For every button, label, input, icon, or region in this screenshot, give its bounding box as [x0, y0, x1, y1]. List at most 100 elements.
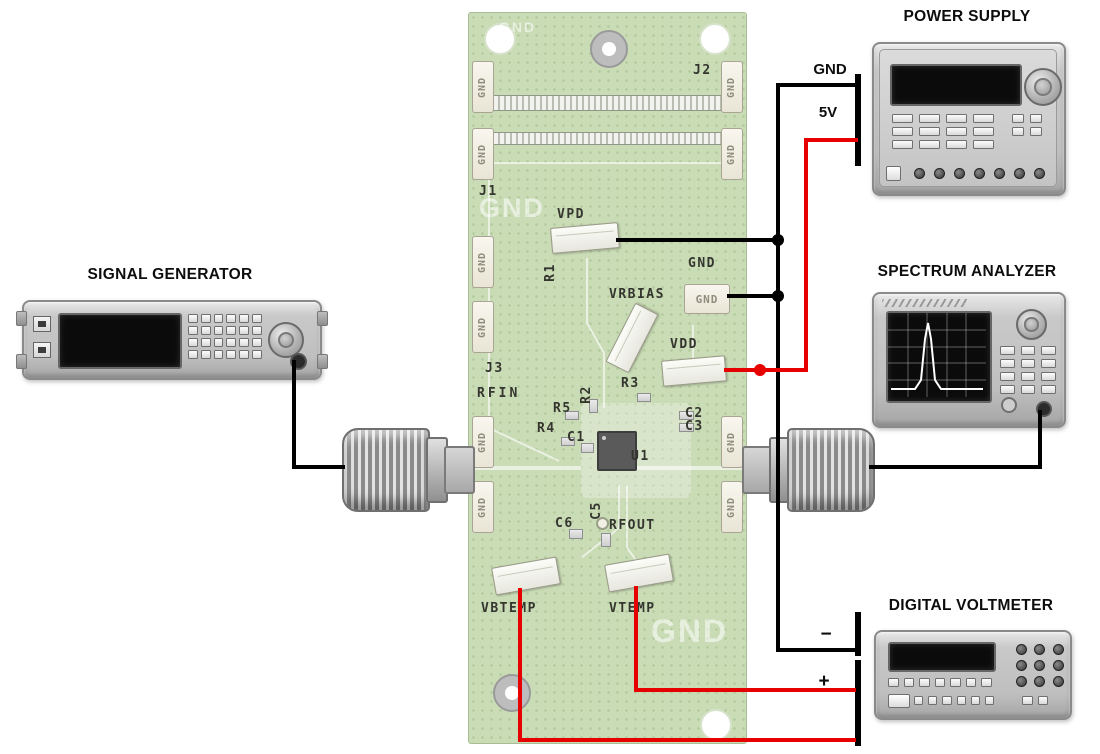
- silk-c6: C6: [555, 516, 574, 531]
- panel-button: [1034, 168, 1045, 179]
- panel-button: [892, 114, 913, 123]
- gnd-watermark: GND: [479, 193, 545, 223]
- panel-button: [239, 350, 250, 359]
- mounting-hole: [484, 23, 516, 55]
- panel-button: [946, 114, 967, 123]
- power-supply: [872, 42, 1066, 196]
- silk-c5: C5: [588, 501, 604, 520]
- panel-button: [892, 140, 913, 149]
- junction-dot: [772, 290, 784, 302]
- panel-button: [200, 326, 211, 335]
- gnd-wire-label: GND: [813, 61, 847, 78]
- silk-c1: C1: [567, 430, 586, 445]
- voltmeter-plus-label: +: [818, 671, 830, 692]
- silk-c3: C3: [685, 419, 704, 434]
- panel-button: [1041, 359, 1056, 368]
- gnd-pad: GND: [472, 481, 494, 533]
- spectrum-analyzer-button-grid: [1000, 346, 1056, 394]
- panel-button: [928, 696, 938, 705]
- gnd-pad-label: GND: [477, 251, 489, 273]
- silk-vtemp: VTEMP: [609, 601, 656, 616]
- pcb-board: GND GND GND GND GND GND GND GND GND GND …: [468, 12, 747, 744]
- panel-button: [970, 696, 980, 705]
- gnd-pad: GND: [472, 416, 494, 468]
- panel-button: [226, 314, 237, 323]
- vdd-resistor: [660, 355, 728, 387]
- panel-button: [934, 678, 946, 687]
- silk-r4: R4: [537, 421, 556, 436]
- silk-vpd: VPD: [557, 207, 585, 222]
- silk-rfin: RFIN: [477, 386, 521, 401]
- gnd-pad-label: GND: [726, 76, 738, 98]
- silk-j3: J3: [485, 361, 504, 376]
- signal-generator-button-a: [33, 316, 51, 332]
- signal-generator-display: [58, 313, 182, 369]
- gnd-pad: GND: [721, 481, 743, 533]
- voltmeter-button-row-2: [914, 696, 994, 705]
- panel-button: [974, 168, 985, 179]
- silk-vbtemp: VBTEMP: [481, 601, 537, 616]
- panel-button: [239, 326, 250, 335]
- panel-button: [252, 338, 262, 347]
- gnd-pad: GND: [721, 416, 743, 468]
- panel-button: [1016, 660, 1027, 671]
- panel-button: [1034, 676, 1046, 687]
- rack-ear: [317, 311, 328, 326]
- panel-button: [973, 114, 994, 123]
- panel-button: [1014, 168, 1025, 179]
- panel-button: [1030, 114, 1042, 123]
- panel-button: [226, 350, 237, 359]
- panel-button: [903, 678, 915, 687]
- silk-c2: C2: [685, 406, 704, 421]
- signal-generator-keypad: [188, 314, 262, 359]
- panel-button: [200, 350, 211, 359]
- capacitor-c1: [581, 443, 594, 453]
- panel-button: [226, 326, 237, 335]
- panel-button: [252, 314, 262, 323]
- resistor-r2: [589, 399, 598, 413]
- panel-button: [994, 168, 1005, 179]
- panel-button: [188, 350, 198, 359]
- gnd-watermark: GND: [651, 613, 729, 649]
- edge-connector-j1: [487, 132, 729, 145]
- silk-u1: U1: [631, 449, 650, 464]
- silk-r3: R3: [621, 376, 640, 391]
- signal-generator-button-b: [33, 342, 51, 358]
- vent-grille: [882, 299, 968, 307]
- panel-button: [919, 678, 930, 687]
- spectrum-trace: [888, 313, 986, 397]
- gnd-pad-mid: GND: [684, 284, 730, 314]
- panel-button: [1000, 359, 1015, 368]
- panel-button: [1020, 346, 1036, 355]
- gnd-pad-label: GND: [477, 431, 489, 453]
- panel-button: [888, 678, 899, 687]
- panel-button: [914, 696, 924, 705]
- panel-button: [200, 338, 211, 347]
- power-supply-knob: [1024, 68, 1062, 106]
- panel-button: [213, 350, 224, 359]
- panel-button: [188, 338, 198, 347]
- panel-button: [1020, 359, 1036, 368]
- panel-button: [954, 168, 965, 179]
- silk-r2: R2: [578, 385, 594, 404]
- gnd-watermark: GND: [499, 19, 537, 35]
- panel-button: [946, 127, 967, 136]
- voltmeter-minus-label: −: [820, 624, 832, 645]
- panel-button: [188, 314, 198, 323]
- panel-button: [981, 678, 992, 687]
- 5v-wire-label: 5V: [818, 104, 838, 121]
- panel-button: [1012, 127, 1024, 136]
- spectrum-analyzer-small-knob: [1001, 397, 1017, 413]
- gnd-pad-label: GND: [477, 496, 489, 518]
- panel-button: [1020, 372, 1036, 381]
- voltmeter-button-row-1: [888, 678, 992, 687]
- panel-button: [973, 127, 994, 136]
- gnd-pad: GND: [472, 236, 494, 288]
- spectrum-analyzer-title: SPECTRUM ANALYZER: [877, 263, 1057, 280]
- panel-button: [965, 678, 977, 687]
- panel-button: [1000, 385, 1015, 394]
- plated-hole: [493, 674, 531, 712]
- gnd-pad-label: GND: [726, 431, 738, 453]
- gnd-pad-label: GND: [726, 496, 738, 518]
